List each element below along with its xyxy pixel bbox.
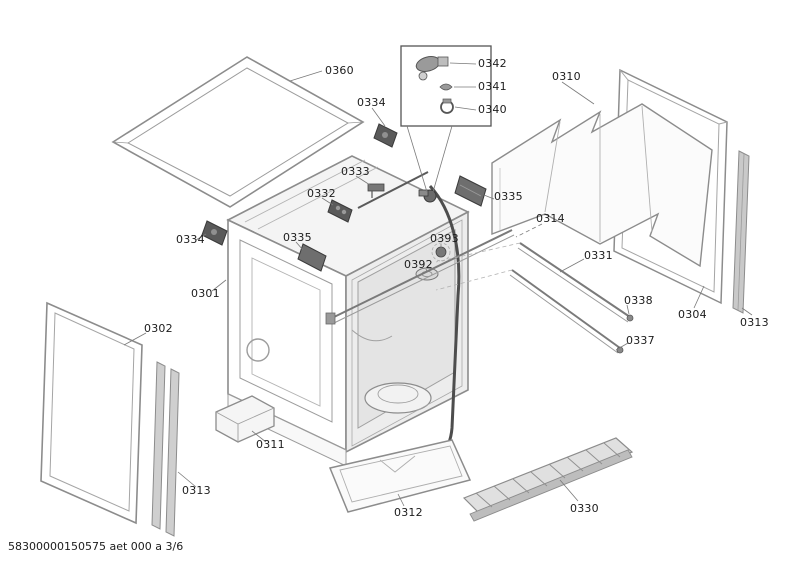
part-label-0312: 0312: [394, 506, 423, 519]
part-label-0301: 0301: [191, 287, 220, 300]
top-cover-panel: [111, 56, 365, 208]
bracket-0333: [367, 183, 385, 198]
document-number: 58300000150575 aet 000 a 3/6: [8, 540, 184, 553]
part-label-0333: 0333: [341, 165, 370, 178]
telescopic-rail-0331: [435, 242, 634, 323]
base-bracket: [215, 395, 275, 443]
part-label-0302: 0302: [144, 322, 173, 335]
component-0332: [327, 199, 353, 223]
base-insulation: [328, 439, 472, 513]
clamp-0334-left: [201, 220, 228, 246]
part-label-0341: 0341: [478, 80, 507, 93]
part-label-0313-right: 0313: [740, 316, 769, 329]
part-label-0334-left: 0334: [176, 233, 205, 246]
part-label-0360: 0360: [325, 64, 354, 77]
block-0335-right: [454, 175, 487, 207]
part-label-0337: 0337: [626, 334, 655, 347]
part-label-0335-right: 0335: [494, 190, 523, 203]
block-0335-left: [297, 243, 327, 272]
part-label-0342: 0342: [478, 57, 507, 70]
part-label-0332: 0332: [307, 187, 336, 200]
part-label-0330: 0330: [570, 502, 599, 515]
base-rail: [462, 437, 634, 522]
part-label-0334-top: 0334: [357, 96, 386, 109]
part-label-0313-left: 0313: [182, 484, 211, 497]
part-label-0340: 0340: [478, 103, 507, 116]
part-label-0335-left: 0335: [283, 231, 312, 244]
part-0392: [415, 267, 439, 281]
clamp-0334-top: [373, 123, 398, 148]
part-label-0314: 0314: [536, 212, 565, 225]
leader-lines: [123, 70, 753, 507]
part-label-0310: 0310: [552, 70, 581, 83]
insulation-blanket: [491, 103, 713, 268]
part-label-0338: 0338: [624, 294, 653, 307]
part-label-0311: 0311: [256, 438, 285, 451]
part-label-0331: 0331: [584, 249, 613, 262]
door-panel-left: [40, 301, 143, 525]
trim-strip-right: [732, 150, 750, 314]
part-label-0393: 0393: [430, 232, 459, 245]
part-label-0304: 0304: [678, 308, 707, 321]
trim-strips-left: [151, 361, 180, 537]
top-rail-0314: [325, 229, 515, 325]
part-label-0392: 0392: [404, 258, 433, 271]
detail-inset-box: [400, 45, 492, 193]
